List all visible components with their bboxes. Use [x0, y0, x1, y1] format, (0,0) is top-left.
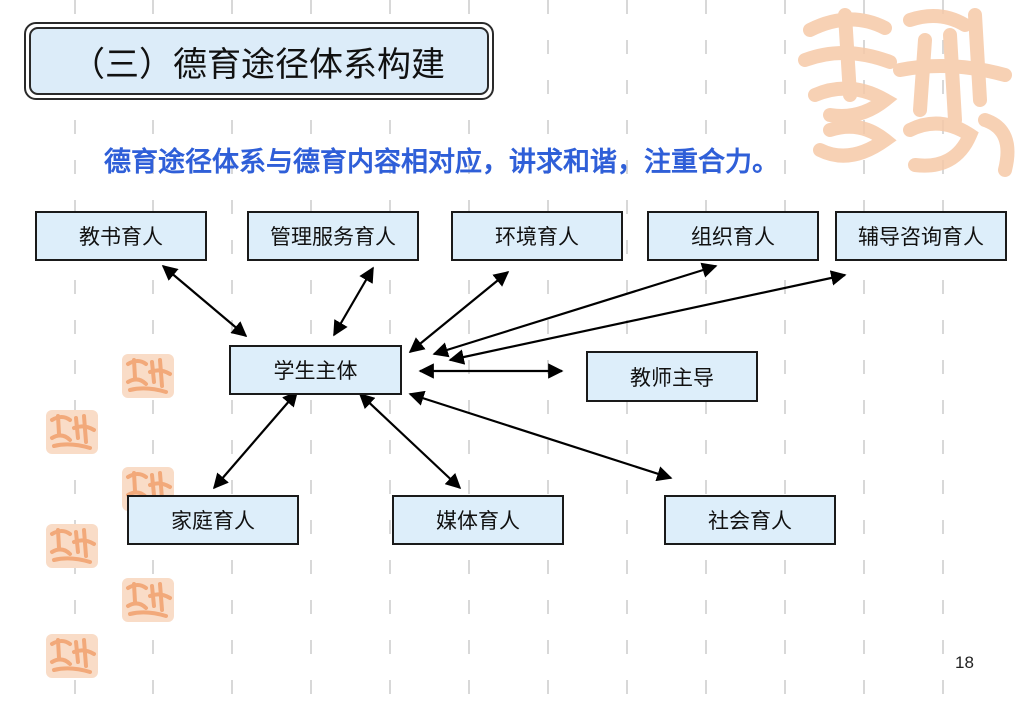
node-counseling: 辅导咨询育人 — [835, 211, 1007, 261]
node-teacher: 教师主导 — [586, 351, 758, 402]
page-number: 18 — [955, 653, 974, 672]
node-teaching: 教书育人 — [35, 211, 207, 261]
auspicious-seal-logo-small — [122, 578, 174, 622]
arrow-environment-student — [408, 271, 510, 353]
node-society: 社会育人 — [664, 495, 836, 545]
arrow-teaching-student — [161, 265, 248, 337]
node-student: 学生主体 — [229, 345, 402, 395]
node-family: 家庭育人 — [127, 495, 299, 545]
auspicious-seal-logo-large — [798, 8, 1015, 177]
auspicious-seal-logo-small — [46, 410, 98, 454]
slide-title: （三）德育途径体系构建 — [29, 27, 489, 95]
arrow-student-media — [358, 392, 462, 490]
arrow-student-society — [408, 390, 673, 482]
node-media: 媒体育人 — [392, 495, 564, 545]
auspicious-seal-logo-small — [122, 354, 174, 398]
slide-subtitle: 德育途径体系与德育内容相对应，讲求和谐，注重合力。 — [104, 147, 779, 178]
node-environment: 环境育人 — [451, 211, 623, 261]
auspicious-seal-logo-small — [46, 634, 98, 678]
arrow-management-student — [333, 266, 374, 337]
auspicious-seal-logo-small — [46, 524, 98, 568]
arrow-student-family — [212, 390, 299, 490]
arrow-counseling-student — [448, 270, 847, 365]
node-management: 管理服务育人 — [247, 211, 419, 261]
slide-title-frame: （三）德育途径体系构建 — [24, 22, 494, 100]
node-organization: 组织育人 — [647, 211, 819, 261]
arrow-organization-student — [432, 262, 718, 358]
